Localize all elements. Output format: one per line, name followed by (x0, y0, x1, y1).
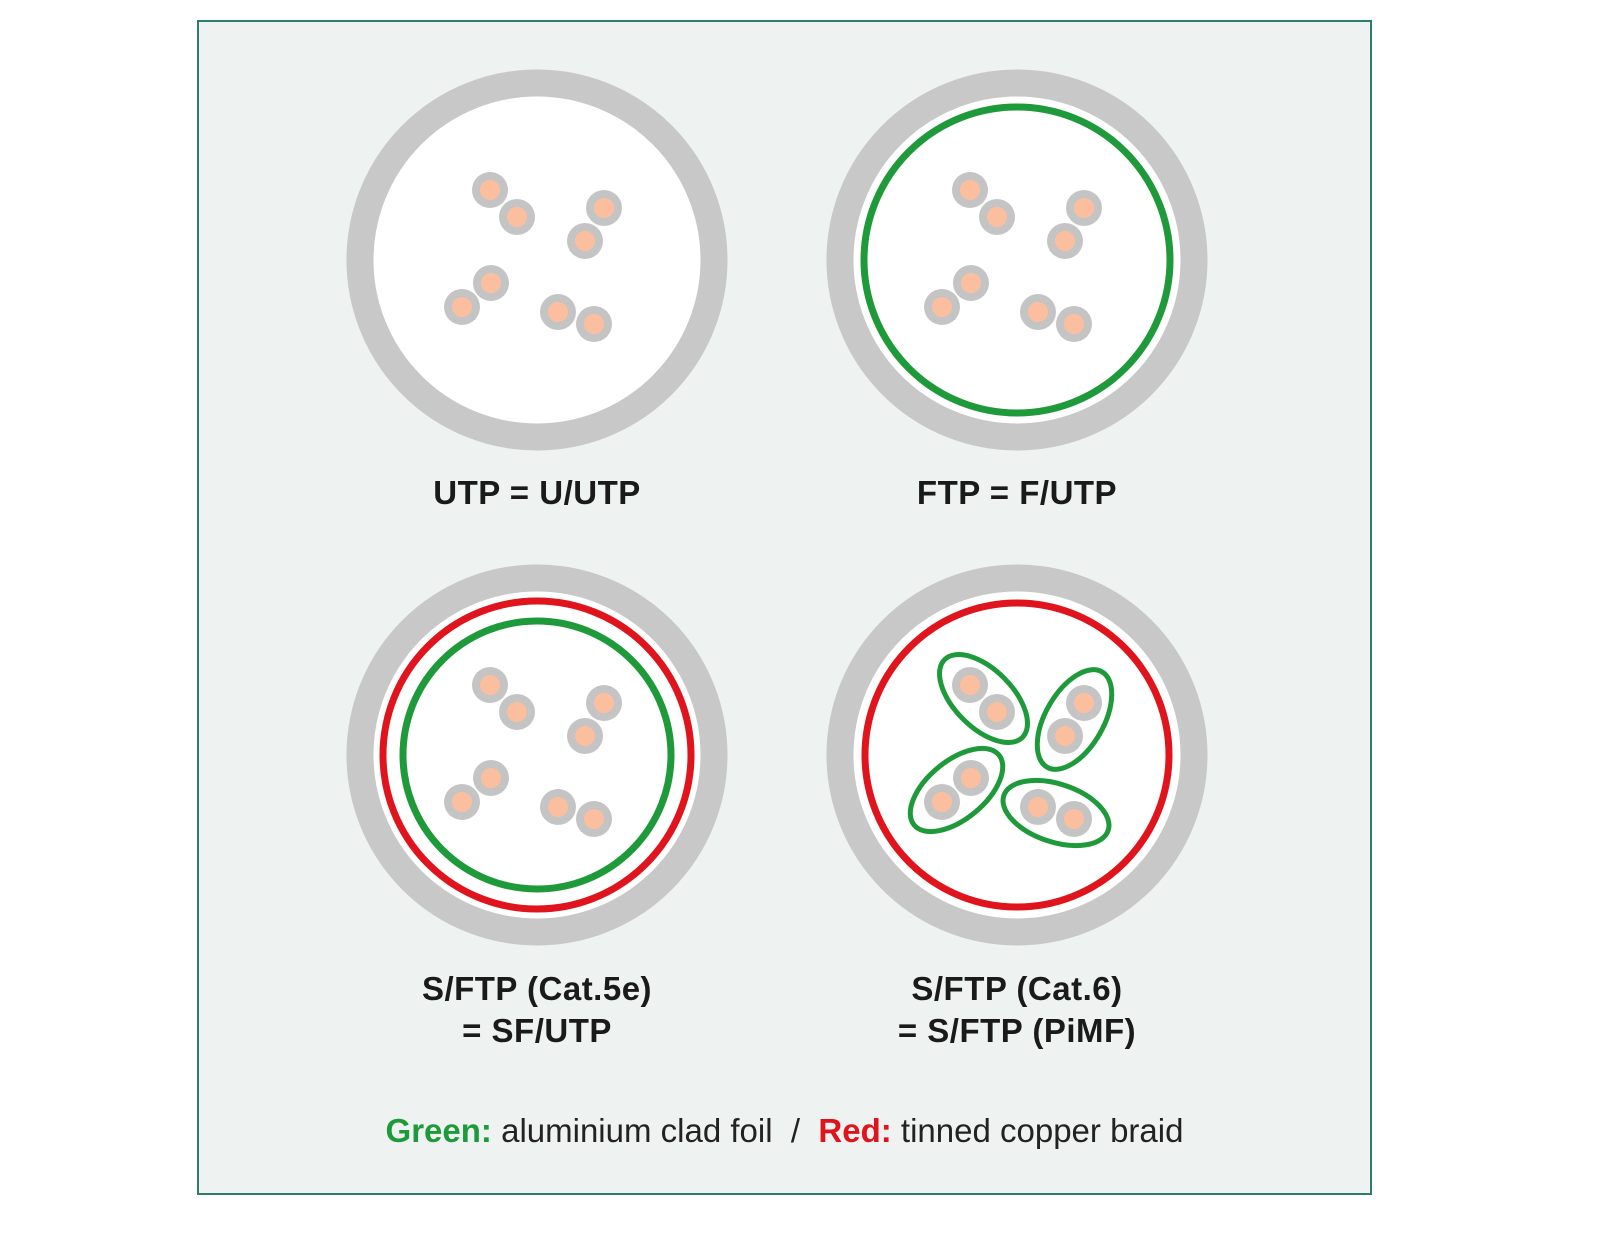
cable-label-utp: UTP = U/UTP (317, 472, 757, 514)
wire-core (452, 297, 472, 317)
wire (1056, 306, 1092, 342)
wire (1056, 801, 1092, 837)
wire (444, 289, 480, 325)
wire (567, 223, 603, 259)
wire-core (960, 180, 980, 200)
cable-label-sf-utp: S/FTP (Cat.5e) = SF/UTP (317, 968, 757, 1052)
wire-core (1055, 231, 1075, 251)
wire-core (961, 273, 981, 293)
label-line-1: S/FTP (Cat.5e) (421, 970, 653, 1007)
label-line-2: = SF/UTP (462, 1012, 612, 1049)
wire-core (481, 273, 501, 293)
wire-core (1064, 809, 1084, 829)
wire-core (987, 702, 1007, 722)
wire (952, 172, 988, 208)
pair-foil-shield (1000, 777, 1112, 849)
wire-core (507, 702, 527, 722)
wire-core (481, 768, 501, 788)
wire (1066, 685, 1102, 721)
outer-jacket (346, 564, 728, 946)
wire (953, 760, 989, 796)
wire-core (594, 693, 614, 713)
wire (540, 789, 576, 825)
wire (472, 667, 508, 703)
label-line-2: = S/FTP (PiMF) (897, 1012, 1137, 1049)
wire (499, 694, 535, 730)
wire (499, 199, 535, 235)
pair-foil-shield (907, 745, 1006, 835)
cable-label-ftp: FTP = F/UTP (797, 472, 1237, 514)
wire (953, 265, 989, 301)
wire (472, 172, 508, 208)
wire-core (480, 180, 500, 200)
cable-cross-section (346, 69, 728, 451)
wire (473, 265, 509, 301)
wire (586, 190, 622, 226)
legend-green-text: aluminium clad foil (501, 1112, 773, 1149)
wire (444, 784, 480, 820)
wire-core (960, 675, 980, 695)
wire-core (1074, 198, 1094, 218)
cable-label-s-ftp-pimf: S/FTP (Cat.6) = S/FTP (PiMF) (797, 968, 1237, 1052)
wire (952, 667, 988, 703)
wire-core (452, 792, 472, 812)
wire-core (961, 768, 981, 788)
wire-core (1028, 797, 1048, 817)
wire-core (1064, 314, 1084, 334)
wire (567, 718, 603, 754)
wire-core (575, 231, 595, 251)
wire-core (1055, 726, 1075, 746)
wire (1066, 190, 1102, 226)
legend-red-text: tinned copper braid (900, 1112, 1184, 1149)
cable-cross-section (826, 564, 1208, 946)
label-line-1: UTP = U/UTP (433, 474, 641, 511)
pair-foil-shield (1034, 667, 1115, 772)
wire-core (932, 792, 952, 812)
wire-core (1074, 693, 1094, 713)
wire-core (480, 675, 500, 695)
label-line-1: S/FTP (Cat.6) (911, 970, 1123, 1007)
outer-jacket (826, 564, 1208, 946)
wire (540, 294, 576, 330)
wire-core (594, 198, 614, 218)
wire-core (932, 297, 952, 317)
wire-core (584, 314, 604, 334)
wire (576, 306, 612, 342)
wire-core (987, 207, 1007, 227)
wire (586, 685, 622, 721)
foil-shield (399, 617, 675, 893)
legend-separator: / (790, 1112, 801, 1149)
wire (1020, 294, 1056, 330)
outer-jacket (826, 69, 1208, 451)
wire-core (584, 809, 604, 829)
legend-red-key: Red: (818, 1112, 892, 1149)
wire (1020, 789, 1056, 825)
wire (924, 784, 960, 820)
braid-shield (379, 597, 695, 913)
wire (979, 199, 1015, 235)
wire (1047, 718, 1083, 754)
outer-jacket (346, 69, 728, 451)
cable-cross-section (826, 69, 1208, 451)
foil-shield (860, 103, 1174, 417)
cable-cross-section (346, 564, 728, 946)
wire (979, 694, 1015, 730)
wire-core (575, 726, 595, 746)
legend-green-key: Green: (385, 1112, 492, 1149)
wire (576, 801, 612, 837)
wire-core (1028, 302, 1048, 322)
label-line-1: FTP = F/UTP (916, 474, 1118, 511)
wire-core (548, 302, 568, 322)
wire-core (507, 207, 527, 227)
wire-core (548, 797, 568, 817)
pair-foil-shield (937, 652, 1030, 745)
legend: Green: aluminium clad foil / Red: tinned… (197, 1112, 1372, 1150)
wire (473, 760, 509, 796)
wire (924, 289, 960, 325)
braid-shield (861, 599, 1173, 911)
wire (1047, 223, 1083, 259)
